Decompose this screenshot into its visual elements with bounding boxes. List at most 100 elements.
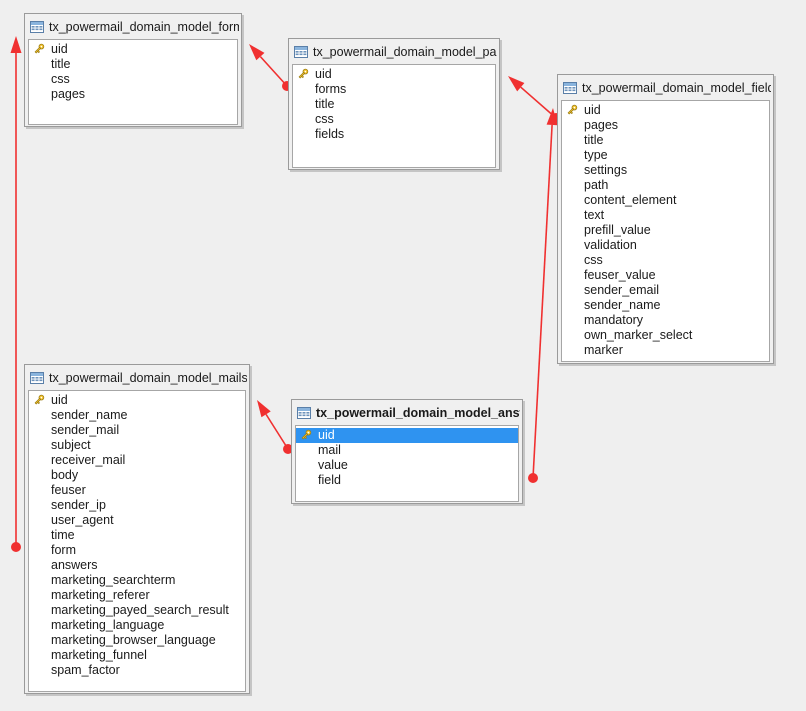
attribute-row[interactable]: marketing_language: [29, 618, 245, 633]
attribute-row[interactable]: sender_ip: [29, 498, 245, 513]
attribute-row[interactable]: prefill_value: [562, 223, 769, 238]
attribute-row[interactable]: body: [29, 468, 245, 483]
relation-answer-mail[interactable]: [257, 400, 293, 454]
attribute-row[interactable]: title: [29, 57, 237, 72]
relation-pages-forms[interactable]: [249, 44, 292, 91]
attribute-row[interactable]: answers: [29, 558, 245, 573]
attribute-label: mandatory: [584, 313, 644, 327]
attribute-row[interactable]: user_agent: [29, 513, 245, 528]
attribute-row[interactable]: marker: [562, 343, 769, 358]
attribute-label: own_marker_select: [584, 328, 693, 342]
table-icon: [563, 81, 577, 95]
attribute-row[interactable]: sender_email: [562, 283, 769, 298]
attribute-row[interactable]: type: [562, 148, 769, 163]
attribute-row[interactable]: receiver_mail: [29, 453, 245, 468]
attribute-icon-spacer: [33, 544, 47, 558]
attribute-row[interactable]: title: [562, 133, 769, 148]
entity-title-forms[interactable]: tx_powermail_domain_model_forms: [27, 16, 239, 38]
attribute-icon-spacer: [33, 574, 47, 588]
attribute-row[interactable]: pages: [29, 87, 237, 102]
attribute-label: type: [584, 148, 608, 162]
attribute-row[interactable]: feuser: [29, 483, 245, 498]
attribute-icon-spacer: [300, 459, 314, 473]
attribute-icon-spacer: [33, 649, 47, 663]
relation-arrowhead: [508, 76, 525, 92]
attribute-row[interactable]: feuser_value: [562, 268, 769, 283]
attribute-row[interactable]: marketing_searchterm: [29, 573, 245, 588]
attribute-label: field: [318, 473, 341, 487]
attribute-row[interactable]: sender_mail: [29, 423, 245, 438]
attribute-row[interactable]: fields: [293, 127, 495, 142]
attribute-row[interactable]: marketing_payed_search_result: [29, 603, 245, 618]
attribute-row[interactable]: text: [562, 208, 769, 223]
attribute-row[interactable]: mail: [296, 443, 518, 458]
attribute-row[interactable]: uid: [562, 103, 769, 118]
attribute-row[interactable]: settings: [562, 163, 769, 178]
attribute-icon-spacer: [566, 344, 580, 358]
attribute-row[interactable]: sender_name: [29, 408, 245, 423]
relation-fields-pages[interactable]: [508, 76, 561, 123]
attribute-icon-spacer: [33, 409, 47, 423]
attribute-row[interactable]: sender_name: [562, 298, 769, 313]
attribute-row[interactable]: validation: [562, 238, 769, 253]
attribute-row[interactable]: uid: [29, 393, 245, 408]
attribute-icon-spacer: [33, 634, 47, 648]
attribute-row[interactable]: time: [29, 528, 245, 543]
attribute-icon-spacer: [33, 424, 47, 438]
attribute-icon-spacer: [566, 269, 580, 283]
attribute-label: sender_ip: [51, 498, 106, 512]
key-icon: [33, 43, 47, 57]
relation-line: [265, 413, 289, 450]
attribute-row[interactable]: css: [562, 253, 769, 268]
attribute-row[interactable]: own_marker_select: [562, 328, 769, 343]
attribute-row[interactable]: uid: [296, 428, 518, 443]
attribute-icon-spacer: [297, 128, 311, 142]
attribute-row[interactable]: form: [29, 543, 245, 558]
attribute-row[interactable]: marketing_referer: [29, 588, 245, 603]
table-icon: [297, 406, 311, 420]
attribute-row[interactable]: value: [296, 458, 518, 473]
attribute-row[interactable]: field: [296, 473, 518, 488]
attribute-icon-spacer: [300, 474, 314, 488]
attribute-label: marketing_payed_search_result: [51, 603, 229, 617]
attribute-row[interactable]: uid: [293, 67, 495, 82]
attribute-row[interactable]: title: [293, 97, 495, 112]
attribute-row[interactable]: content_element: [562, 193, 769, 208]
attribute-row[interactable]: css: [29, 72, 237, 87]
relation-line: [520, 86, 557, 119]
attribute-label: feuser_value: [584, 268, 656, 282]
relation-answer-field[interactable]: [528, 108, 558, 483]
attribute-row[interactable]: subject: [29, 438, 245, 453]
attribute-label: marketing_funnel: [51, 648, 147, 662]
attribute-row[interactable]: mandatory: [562, 313, 769, 328]
entity-title-pages[interactable]: tx_powermail_domain_model_pages: [291, 41, 497, 63]
attribute-row[interactable]: marketing_browser_language: [29, 633, 245, 648]
attribute-row[interactable]: css: [293, 112, 495, 127]
attribute-icon-spacer: [33, 469, 47, 483]
attribute-icon-spacer: [566, 284, 580, 298]
relation-endpoint-dot: [11, 542, 21, 552]
entity-title-mails[interactable]: tx_powermail_domain_model_mails: [27, 367, 247, 389]
key-icon: [566, 104, 580, 118]
attribute-row[interactable]: path: [562, 178, 769, 193]
attribute-icon-spacer: [33, 454, 47, 468]
key-icon: [297, 68, 311, 82]
attribute-row[interactable]: pages: [562, 118, 769, 133]
entity-title-fields[interactable]: tx_powermail_domain_model_fields: [560, 77, 771, 99]
relation-mails-form[interactable]: [10, 36, 22, 552]
attribute-row[interactable]: spam_factor: [29, 663, 245, 678]
attribute-icon-spacer: [566, 194, 580, 208]
attribute-row[interactable]: uid: [29, 42, 237, 57]
entity-title-answer[interactable]: tx_powermail_domain_model_answer: [294, 402, 520, 424]
attribute-row[interactable]: marketing_funnel: [29, 648, 245, 663]
entity-name-label: tx_powermail_domain_model_fields: [582, 81, 771, 95]
attribute-row[interactable]: forms: [293, 82, 495, 97]
